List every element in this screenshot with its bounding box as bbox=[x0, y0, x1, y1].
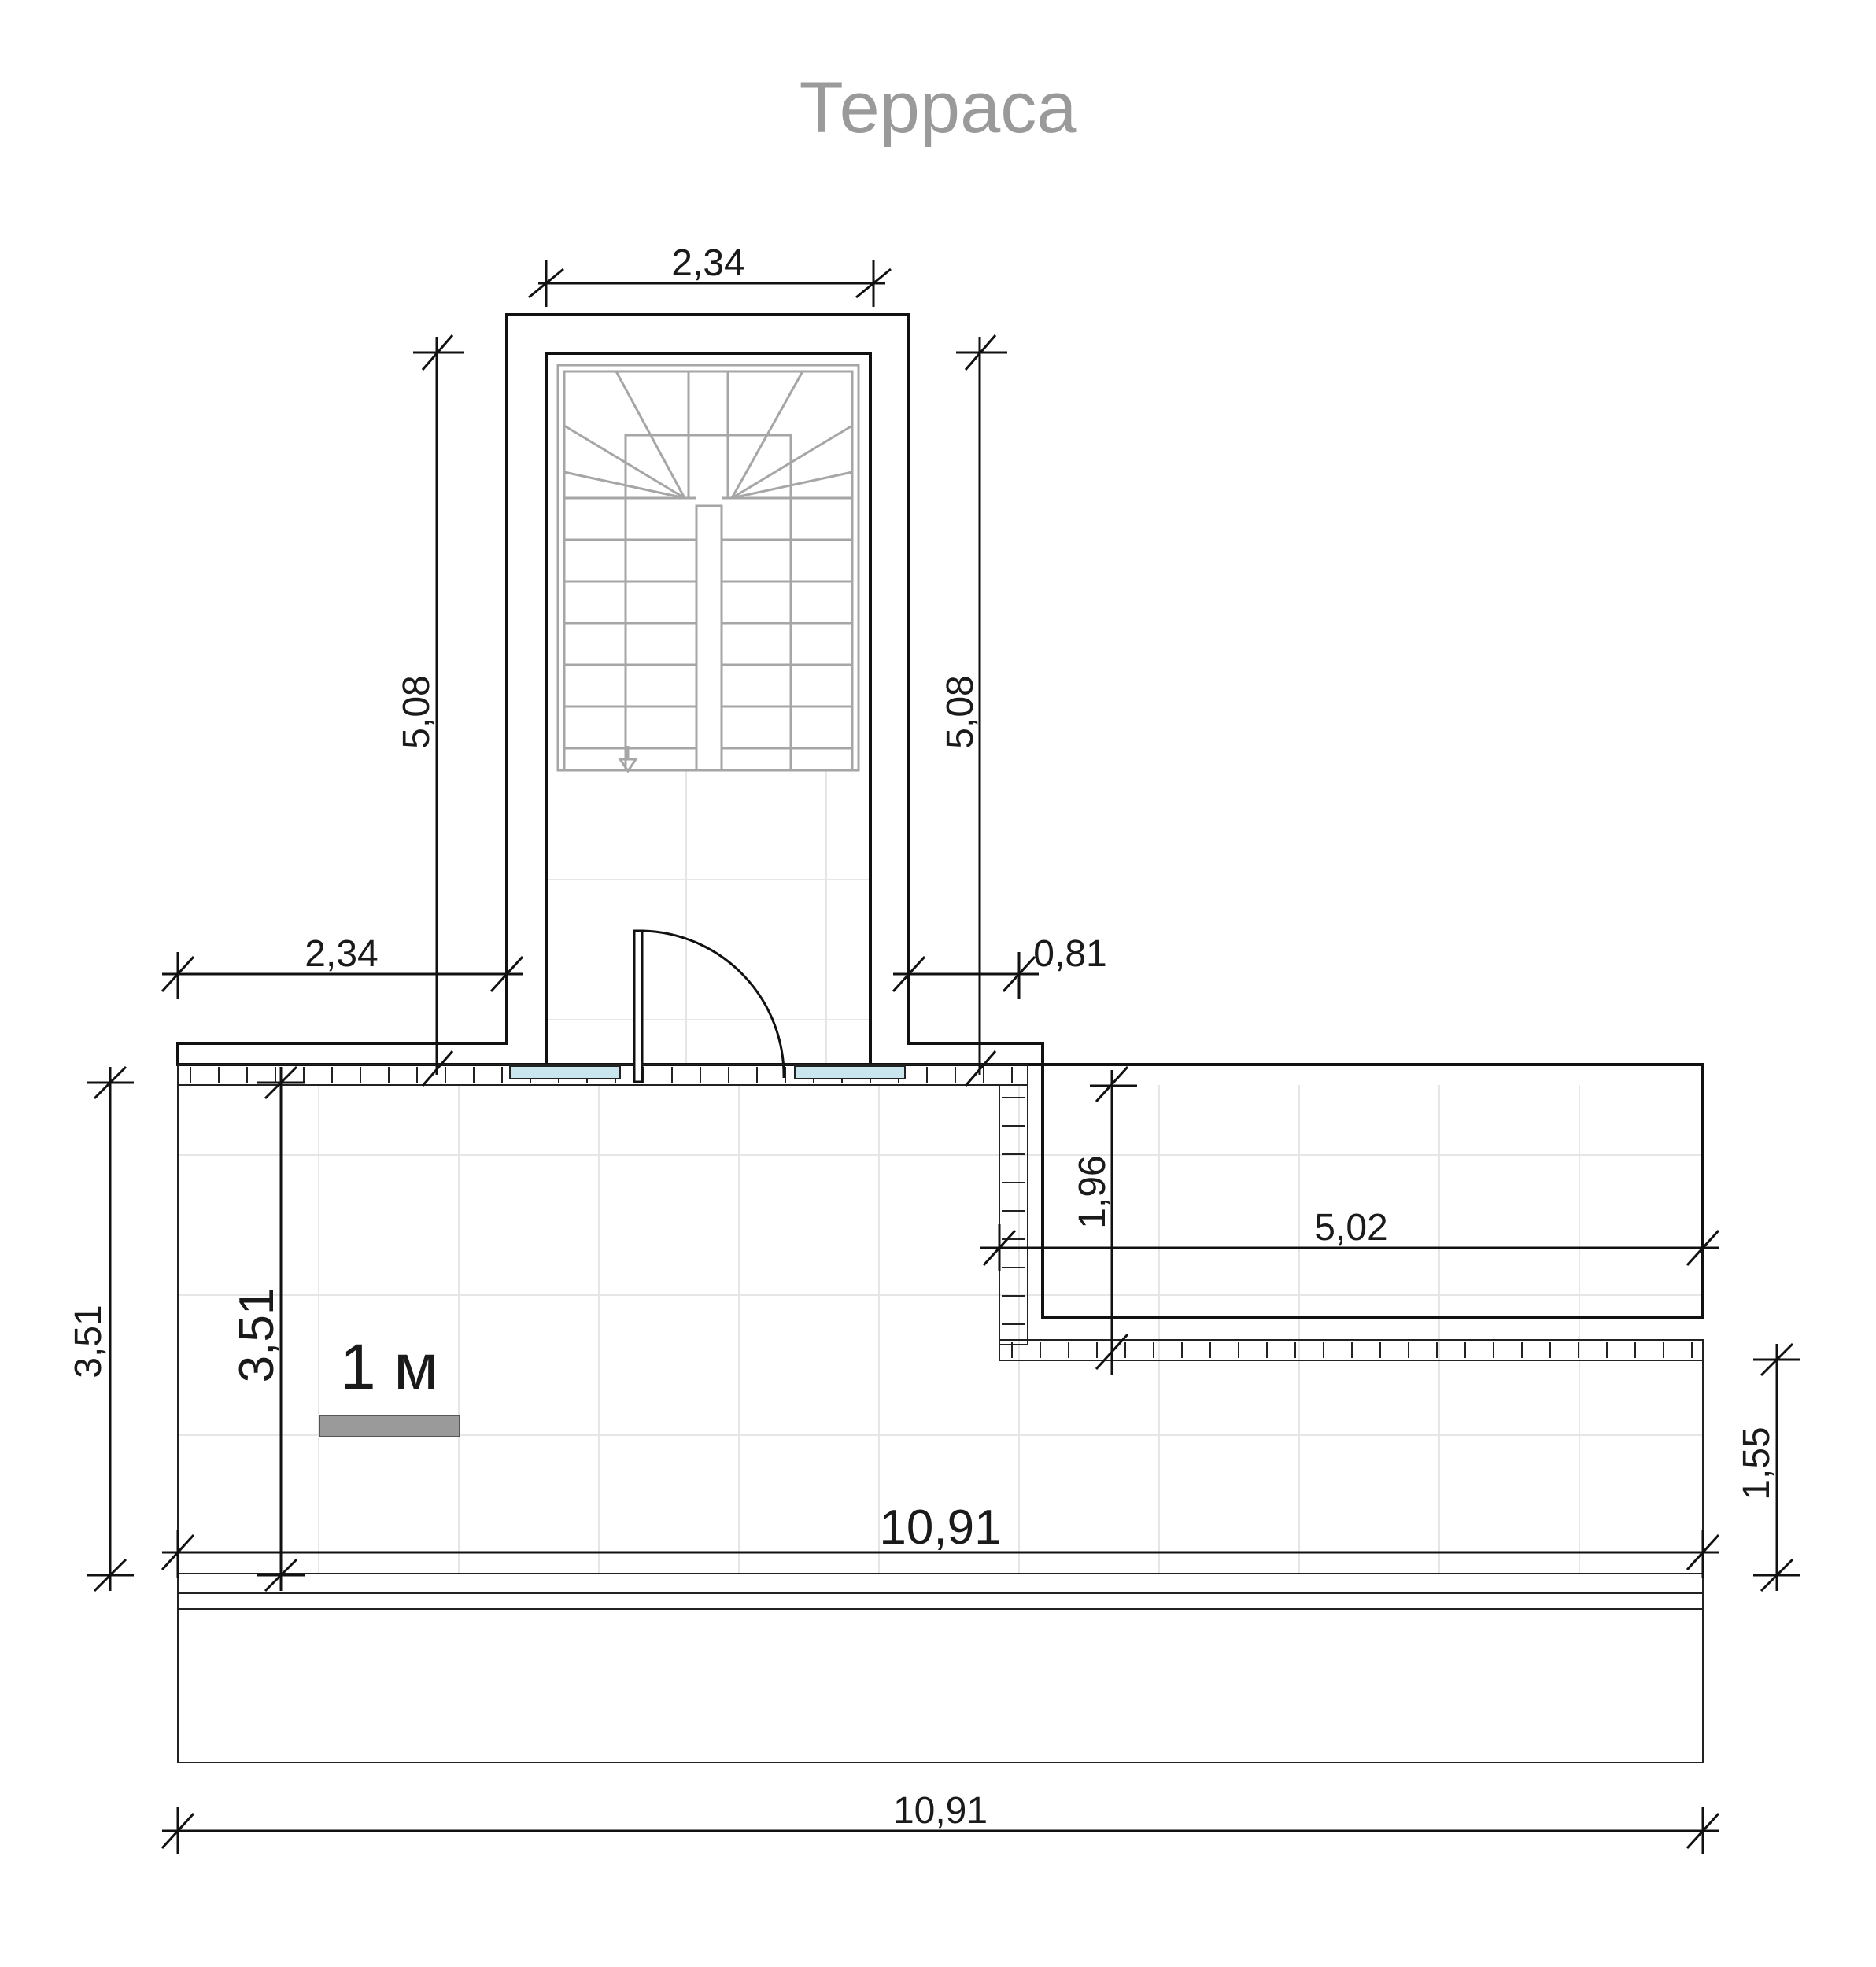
scale-bar-rect bbox=[319, 1415, 460, 1437]
staircase bbox=[556, 364, 860, 773]
floor-grid bbox=[178, 770, 1703, 1574]
dimension-lines bbox=[87, 260, 1800, 1854]
dim-inner-width: 10,91 bbox=[879, 1500, 1001, 1555]
dim-lower-wing-width: 5,02 bbox=[1314, 1207, 1387, 1249]
door[interactable] bbox=[633, 929, 785, 1083]
windows bbox=[509, 1065, 906, 1079]
scale-bar: 1 м bbox=[319, 1331, 460, 1437]
dim-stair-left-height: 5,08 bbox=[396, 675, 438, 748]
dim-total-width: 10,91 bbox=[893, 1790, 988, 1832]
stair-enclosure bbox=[176, 313, 1704, 1319]
dim-step-height: 1,96 bbox=[1072, 1155, 1113, 1228]
window-right bbox=[794, 1065, 906, 1079]
dim-stair-width-top: 2,34 bbox=[671, 242, 744, 284]
scale-bar-label: 1 м bbox=[340, 1331, 438, 1403]
dim-stair-right-height: 5,08 bbox=[940, 675, 981, 748]
dim-right-offset: 0,81 bbox=[1033, 933, 1106, 975]
dim-outer-left-height: 3,51 bbox=[68, 1305, 109, 1378]
dim-inner-left-height: 3,51 bbox=[230, 1288, 284, 1383]
dimension-labels: 2,34 5,08 5,08 2,34 0,81 1,96 5,02 3,51 … bbox=[68, 242, 1778, 1832]
wall-bands bbox=[177, 1064, 1704, 1361]
plan-title: Терраса bbox=[800, 68, 1078, 148]
window-left bbox=[509, 1065, 621, 1079]
dim-right-height: 1,55 bbox=[1736, 1426, 1778, 1500]
dim-left-offset: 2,34 bbox=[305, 933, 378, 975]
balcony-railing bbox=[177, 1085, 1704, 1763]
